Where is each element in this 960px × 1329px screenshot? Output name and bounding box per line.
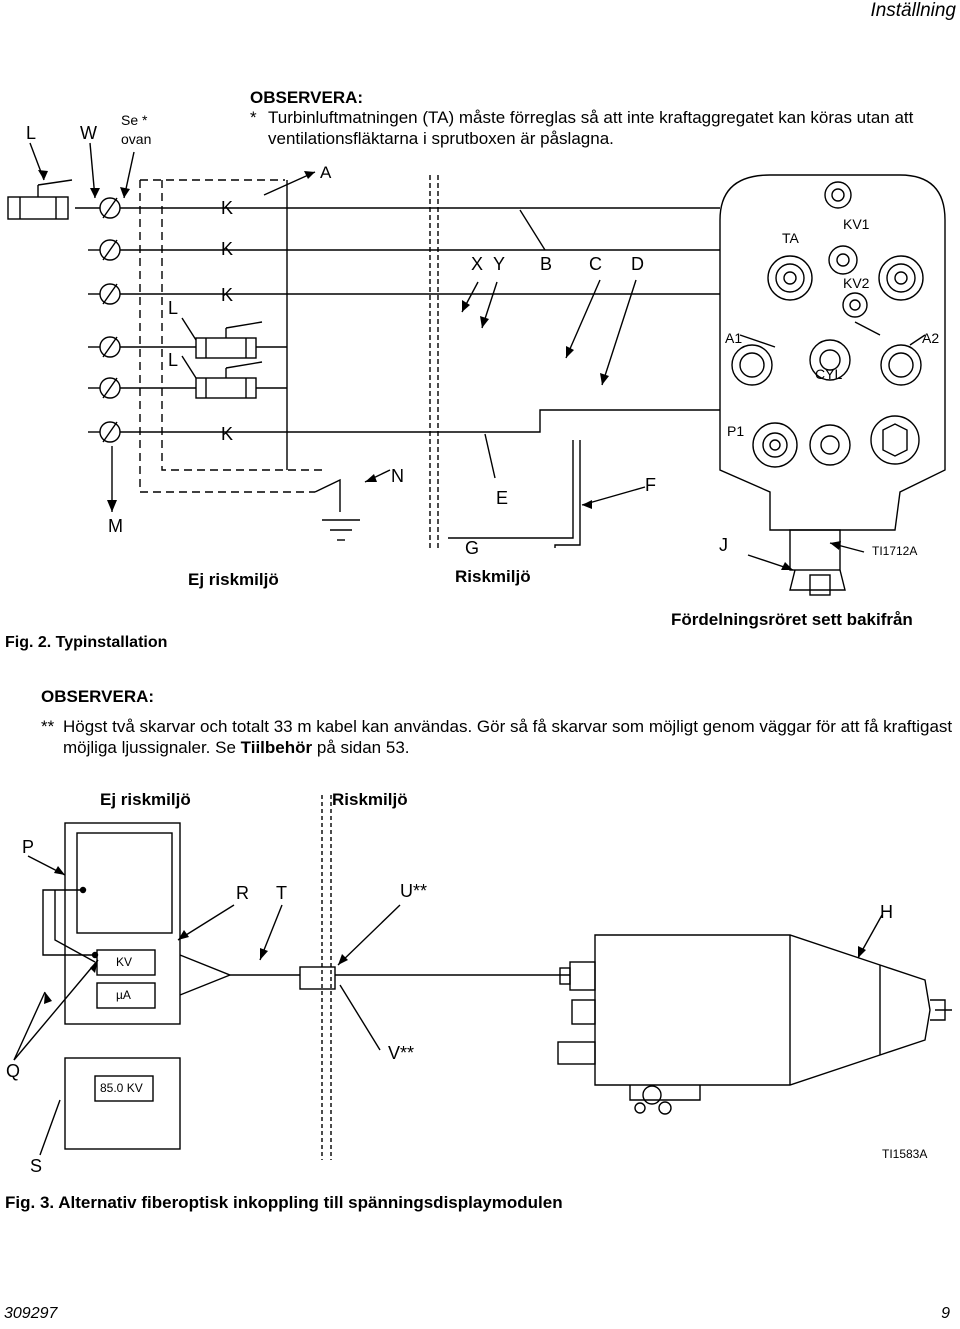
fig3-zone-safe: Ej riskmiljö: [100, 790, 191, 809]
label-Y: Y: [493, 254, 506, 274]
label-A1: A1: [725, 330, 743, 346]
label-KV1: KV1: [843, 216, 870, 232]
label-CYL: CYL: [815, 366, 843, 382]
label-A: A: [320, 163, 332, 182]
label-Q: Q: [6, 1061, 21, 1081]
label-se-line2: ovan: [121, 131, 152, 147]
manifold-caption: Fördelningsröret sett bakifrån: [671, 610, 913, 629]
label-L-mid1: L: [168, 298, 179, 318]
fig2-note-star: *: [250, 108, 257, 127]
fig2-note-line1: Turbinluftmatningen (TA) måste förreglas…: [268, 108, 914, 127]
fig2-diagram: [7, 142, 946, 596]
display-readout: 85.0 KV: [100, 1081, 143, 1095]
label-TA: TA: [782, 230, 799, 246]
label-se-line1: Se *: [121, 112, 148, 128]
fig2-caption: Fig. 2. Typinstallation: [5, 634, 168, 651]
label-E: E: [496, 488, 509, 508]
label-M: M: [108, 516, 123, 536]
label-L-top: L: [26, 123, 37, 143]
note2-marker: **: [41, 717, 55, 736]
label-K4: K: [221, 424, 234, 444]
label-C: C: [589, 254, 602, 274]
fig2-note-title: OBSERVERA:: [250, 88, 364, 107]
fig3-ref: TI1583A: [882, 1147, 928, 1161]
label-L-mid2: L: [168, 350, 179, 370]
fig3-caption: Fig. 3. Alternativ fiberoptisk inkopplin…: [5, 1193, 563, 1212]
ua-meter-label: µA: [116, 988, 131, 1002]
label-T: T: [276, 883, 287, 903]
page-number: 9: [941, 1305, 950, 1322]
label-G: G: [465, 538, 480, 558]
label-KV2: KV2: [843, 275, 870, 291]
note2-line2: möjliga ljussignaler. Se Tiilbehör på si…: [63, 738, 410, 757]
label-F: F: [645, 475, 656, 495]
label-B: B: [540, 254, 553, 274]
label-K1: K: [221, 198, 234, 218]
fig2-ref: TI1712A: [872, 544, 918, 558]
label-P: P: [22, 837, 35, 857]
note2-line1: Högst två skarvar och totalt 33 m kabel …: [63, 717, 953, 736]
fig2-note-line2: ventilationsfläktarna i sprutboxen är på…: [268, 129, 614, 148]
fig2-zone-safe: Ej riskmiljö: [188, 570, 279, 589]
fig3-zone-hazard: Riskmiljö: [332, 790, 408, 809]
label-J: J: [719, 535, 728, 555]
label-V: V**: [388, 1043, 415, 1063]
label-X: X: [471, 254, 484, 274]
doc-number: 309297: [4, 1305, 58, 1322]
label-D: D: [631, 254, 644, 274]
label-H: H: [880, 902, 893, 922]
label-U: U**: [400, 881, 428, 901]
note2-title: OBSERVERA:: [41, 687, 155, 706]
label-W: W: [80, 123, 97, 143]
label-S: S: [30, 1156, 43, 1176]
section-title: Inställning: [870, 0, 956, 21]
label-R: R: [236, 883, 249, 903]
label-A2: A2: [922, 330, 940, 346]
fig2-zone-hazard: Riskmiljö: [455, 567, 531, 586]
label-N: N: [391, 466, 404, 486]
label-P1: P1: [727, 423, 745, 439]
kv-meter-label: KV: [116, 955, 133, 969]
label-K2: K: [221, 239, 234, 259]
label-K3: K: [221, 285, 234, 305]
